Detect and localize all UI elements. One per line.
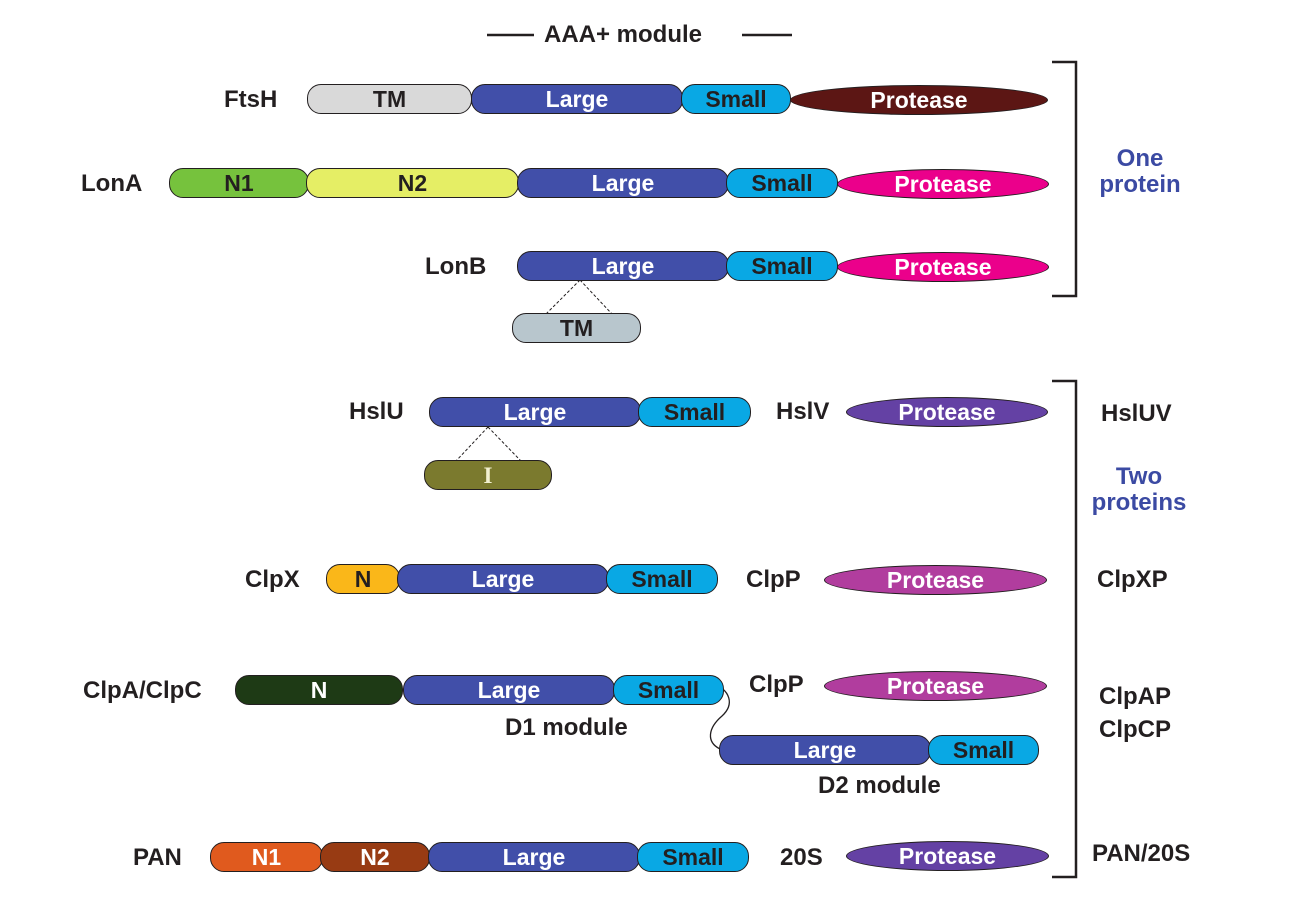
clpa-n-domain: N <box>235 675 403 705</box>
lona-large-domain: Large <box>517 168 729 198</box>
lonb-protease-domain: Protease <box>837 252 1049 282</box>
hslu-insert-line-right <box>487 426 522 462</box>
pan-n2-domain: N2 <box>320 842 430 872</box>
complex-name-clpcp: ClpCP <box>1099 716 1171 743</box>
pan-small-domain: Small <box>637 842 749 872</box>
clpx-large-domain: Large <box>397 564 609 594</box>
bracket-two-proteins <box>1052 379 1078 879</box>
clpp-protease-domain-1: Protease <box>824 565 1047 595</box>
hslu-i-insert: I <box>424 460 552 490</box>
ftsh-tm-domain: TM <box>307 84 472 114</box>
page-title: AAA+ module <box>544 21 703 48</box>
lona-small-domain: Small <box>726 168 838 198</box>
hslu-small-domain: Small <box>638 397 751 427</box>
complex-name-hsluv: HslUV <box>1101 400 1172 427</box>
20s-protease-domain: Protease <box>846 841 1049 871</box>
protein-name-clpa-clpc: ClpA/ClpC <box>83 677 202 704</box>
protein-name-lona: LonA <box>81 170 143 197</box>
clpa-d1-large-domain: Large <box>403 675 615 705</box>
hslv-protease-domain: Protease <box>846 397 1048 427</box>
lonb-insert-line-left <box>545 279 581 315</box>
clpa-d2-small-domain: Small <box>928 735 1039 765</box>
clpa-d2-large-domain: Large <box>719 735 931 765</box>
pan-large-domain: Large <box>428 842 640 872</box>
complex-name-pan-20s: PAN/20S <box>1092 840 1191 867</box>
lona-protease-domain: Protease <box>837 169 1049 199</box>
lonb-small-domain: Small <box>726 251 838 281</box>
bracket-one-protein <box>1052 60 1078 298</box>
clpp-protease-domain-2: Protease <box>824 671 1047 701</box>
partner-name-clpp-1: ClpP <box>746 566 801 593</box>
lona-n2-domain: N2 <box>306 168 519 198</box>
pan-n1-domain: N1 <box>210 842 323 872</box>
partner-name-20s: 20S <box>780 844 823 871</box>
protein-name-clpx: ClpX <box>245 566 300 593</box>
d2-module-label: D2 module <box>818 772 941 799</box>
clpx-n-domain: N <box>326 564 400 594</box>
lonb-tm-insert: TM <box>512 313 641 343</box>
lonb-insert-line-right <box>579 279 613 315</box>
partner-name-clpp-2: ClpP <box>749 671 804 698</box>
hslu-large-domain: Large <box>429 397 641 427</box>
protein-name-ftsh: FtsH <box>224 86 278 113</box>
complex-name-clpap: ClpAP <box>1099 683 1171 710</box>
partner-name-hslv: HslV <box>776 398 830 425</box>
ftsh-large-domain: Large <box>471 84 683 114</box>
complex-name-clpxp: ClpXP <box>1097 566 1168 593</box>
lonb-large-domain: Large <box>517 251 729 281</box>
ftsh-small-domain: Small <box>681 84 791 114</box>
protein-name-lonb: LonB <box>425 253 487 280</box>
protein-name-pan: PAN <box>133 844 182 871</box>
lona-n1-domain: N1 <box>169 168 309 198</box>
ftsh-protease-domain: Protease <box>790 85 1048 115</box>
protein-name-hslu: HslU <box>349 398 404 425</box>
clpx-small-domain: Small <box>606 564 718 594</box>
hslu-insert-line-left <box>455 426 489 462</box>
d1-module-label: D1 module <box>505 714 628 741</box>
clpa-d1-small-domain: Small <box>613 675 724 705</box>
